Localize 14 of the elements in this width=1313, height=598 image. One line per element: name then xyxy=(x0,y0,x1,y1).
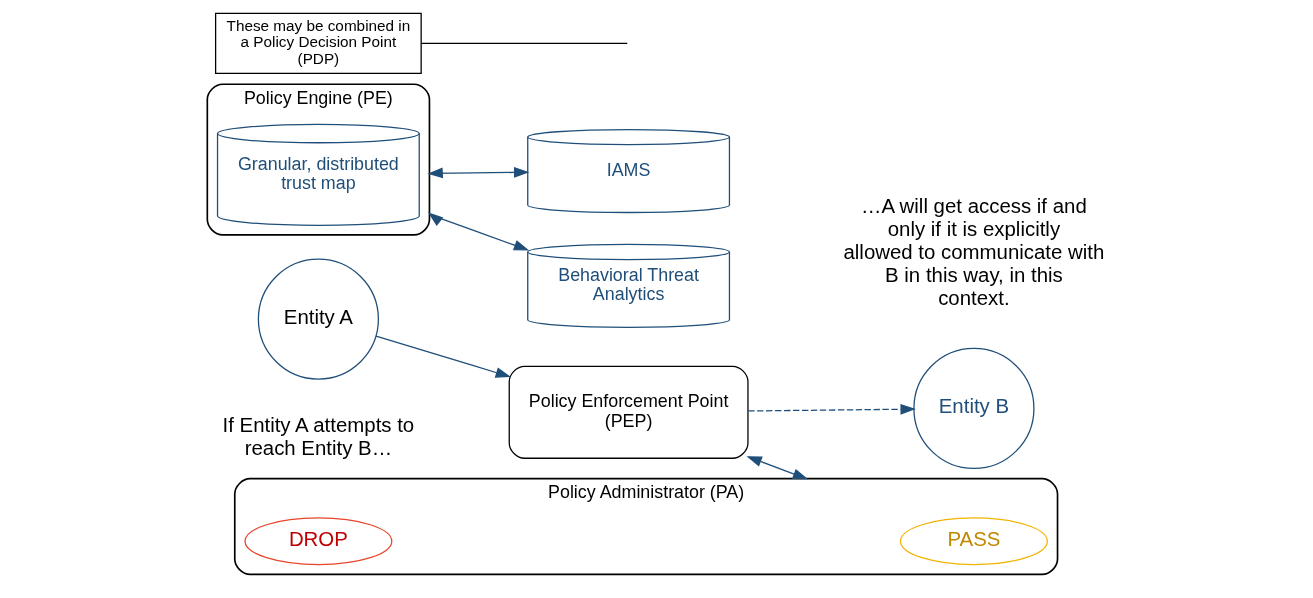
node-circle: Entity B xyxy=(912,347,1035,470)
arrow xyxy=(427,212,529,251)
arrow xyxy=(427,167,529,179)
connector xyxy=(420,42,628,44)
node-ellipse: PASS xyxy=(899,517,1048,566)
node-ellipse: DROP xyxy=(243,517,392,566)
label: If Entity A attempts to reach Entity B… xyxy=(222,414,414,460)
arrow xyxy=(374,335,511,378)
label: …A will get access if and only if it is explicitly allowed to communicate with B in this way, in this context. xyxy=(842,194,1104,309)
arrow xyxy=(746,456,808,480)
node-circle: Entity A xyxy=(257,258,379,380)
node-box: These may be combined in a Policy Decision Point (PDP) xyxy=(214,12,422,74)
node-box: Policy Enforcement Point (PEP) xyxy=(508,365,749,459)
arrow xyxy=(747,403,916,415)
